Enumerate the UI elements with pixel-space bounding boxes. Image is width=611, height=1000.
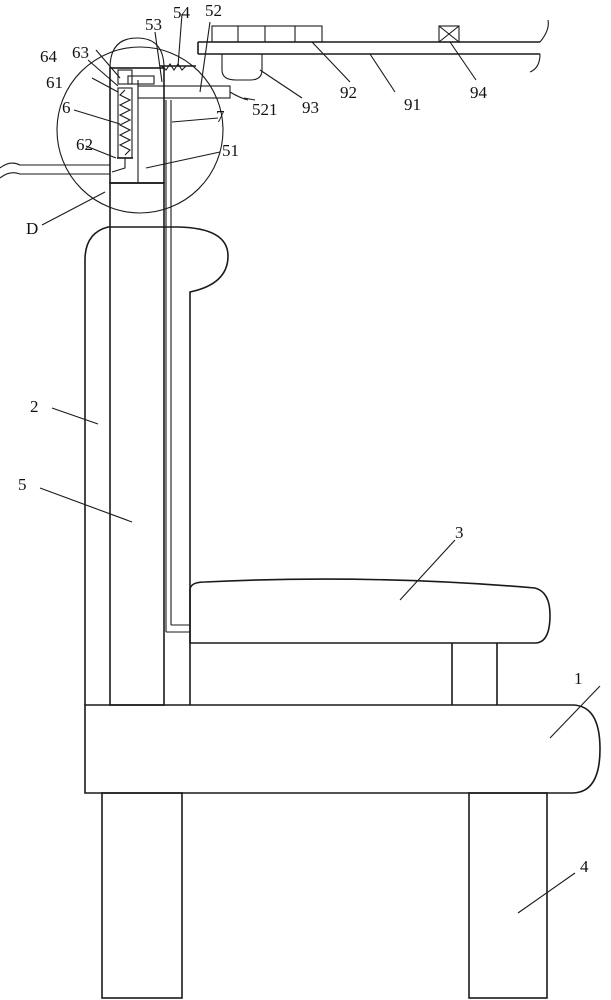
button-box [211,25,323,43]
detail-circle-d [56,46,224,214]
label-61: 61 [46,73,63,92]
leader-lines [39,13,601,914]
seat-support [451,643,498,705]
seat-cushion [189,578,551,644]
label-5: 5 [18,475,27,494]
housing-dome [109,37,165,69]
label-7: 7 [216,107,225,126]
hook [111,158,126,173]
inner-housing [109,67,165,184]
cable [0,162,110,179]
label-6: 6 [62,98,71,117]
arm-rail [197,19,549,73]
slide-column [109,182,165,706]
label-93: 93 [302,98,319,117]
label-62: 62 [76,135,93,154]
label-63: 63 [72,43,89,62]
label-4: 4 [580,857,589,876]
label-1: 1 [574,669,583,688]
label-64: 64 [40,47,58,66]
label-521: 521 [252,100,278,119]
label-54: 54 [173,3,191,22]
label-53: 53 [145,15,162,34]
leg-left [101,792,183,999]
label-94: 94 [470,83,488,102]
top-block [117,69,133,85]
label-3: 3 [455,523,464,542]
latch [127,75,155,85]
label-d: D [26,219,38,238]
flap [229,91,249,101]
mount [221,54,263,81]
label-2: 2 [30,397,39,416]
label-92: 92 [340,83,357,102]
label-52: 52 [205,1,222,20]
label-91: 91 [404,95,421,114]
guide-rod [165,100,190,633]
base-platform [84,704,601,794]
spring-assembly [117,87,133,159]
top-spring [161,63,187,71]
leg-right [468,792,548,999]
switch-box [438,25,460,43]
label-51: 51 [222,141,239,160]
backrest-shell [84,226,229,705]
